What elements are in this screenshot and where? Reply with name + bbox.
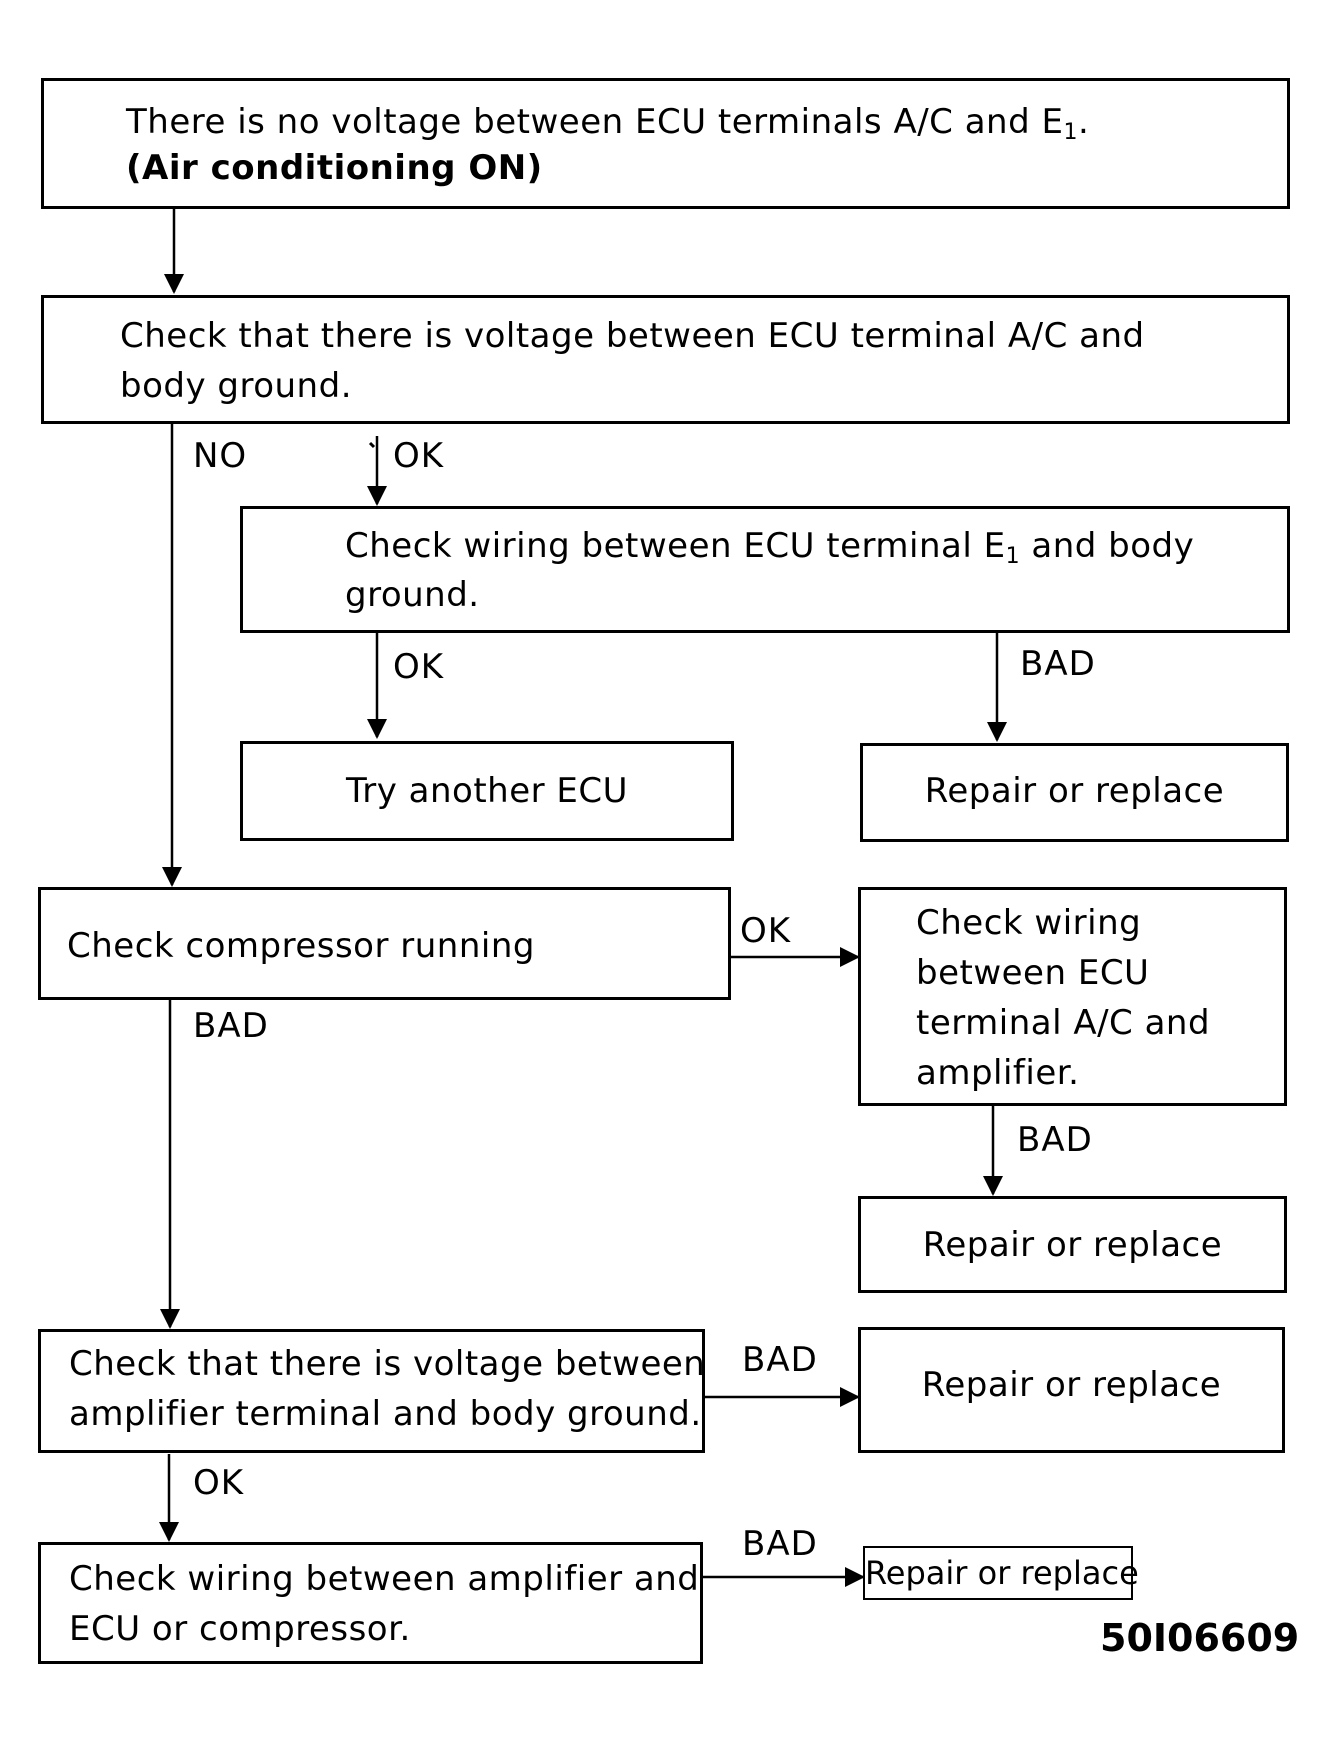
repair-node-3: Repair or replace <box>858 1327 1285 1453</box>
repair-2-text: Repair or replace <box>922 1225 1223 1265</box>
check-amp-wiring-node: Check wiring between amplifier and ECU o… <box>38 1542 703 1664</box>
check-ac-amp-wiring-line-4: amplifier. <box>916 1053 1080 1093</box>
edge-label-bad-2: BAD <box>193 1006 269 1046</box>
check-ac-ground-line-2: body ground. <box>120 366 352 406</box>
repair-3-text: Repair or replace <box>921 1365 1222 1405</box>
figure-code: 50I06609 <box>1100 1616 1300 1660</box>
check-amp-voltage-node: Check that there is voltage between ampl… <box>38 1329 705 1453</box>
check-ac-amp-wiring-node: Check wiring between ECU terminal A/C an… <box>858 887 1287 1106</box>
check-ac-ground-node: Check that there is voltage between ECU … <box>41 295 1290 424</box>
repair-node-2: Repair or replace <box>858 1196 1287 1293</box>
edge-label-ok-1: OK <box>393 436 445 476</box>
check-amp-voltage-line-2: amplifier terminal and body ground. <box>69 1394 702 1434</box>
check-e1-wiring-line-2: ground. <box>345 575 480 615</box>
check-compressor-text: Check compressor running <box>67 926 535 966</box>
check-amp-voltage-line-1: Check that there is voltage between <box>69 1344 706 1384</box>
check-e1-wiring-line-1-subscript: 1 <box>1005 544 1021 569</box>
check-ac-amp-wiring-line-3: terminal A/C and <box>916 1003 1211 1043</box>
repair-1-text: Repair or replace <box>924 771 1225 811</box>
start-line-1-subscript: 1 <box>1063 120 1078 145</box>
check-e1-wiring-node: Check wiring between ECU terminal E1 and… <box>240 506 1290 633</box>
edge-label-ok-3: OK <box>740 911 792 951</box>
edge-label-bad-5: BAD <box>742 1524 818 1564</box>
start-line-1: There is no voltage between ECU terminal… <box>126 97 1089 147</box>
check-compressor-node: Check compressor running <box>38 887 731 1000</box>
check-e1-wiring-line-1: Check wiring between ECU terminal E1 and… <box>345 521 1194 571</box>
repair-node-4: Repair or replace <box>863 1546 1139 1600</box>
edge-label-bad-3: BAD <box>1017 1120 1093 1160</box>
edge-label-ok-2: OK <box>393 647 445 687</box>
start-node: There is no voltage between ECU terminal… <box>41 78 1290 209</box>
edge-label-no: NO <box>193 436 248 476</box>
tick-mark <box>368 441 376 449</box>
start-line-2: (Air conditioning ON) <box>126 148 543 188</box>
check-amp-wiring-line-1: Check wiring between amplifier and <box>69 1559 700 1599</box>
edge-label-bad-1: BAD <box>1020 644 1096 684</box>
edge-label-bad-4: BAD <box>742 1340 818 1380</box>
check-e1-wiring-line-1-text: Check wiring between ECU terminal E <box>345 526 1006 566</box>
start-line-1-text: There is no voltage between ECU terminal… <box>126 102 1064 142</box>
check-ac-ground-line-1: Check that there is voltage between ECU … <box>120 316 1145 356</box>
check-ac-amp-wiring-line-2: between ECU <box>916 953 1150 993</box>
check-e1-wiring-line-1-end: and body <box>1020 526 1195 566</box>
try-ecu-text: Try another ECU <box>345 771 629 811</box>
edge-label-ok-4: OK <box>193 1463 245 1503</box>
check-ac-amp-wiring-line-1: Check wiring <box>916 903 1142 943</box>
check-amp-wiring-line-2: ECU or compressor. <box>69 1609 411 1649</box>
repair-4-text: Repair or replace <box>865 1554 1139 1592</box>
start-line-1-end: . <box>1077 102 1090 142</box>
repair-node-1: Repair or replace <box>860 743 1289 842</box>
try-ecu-node: Try another ECU <box>240 741 734 841</box>
